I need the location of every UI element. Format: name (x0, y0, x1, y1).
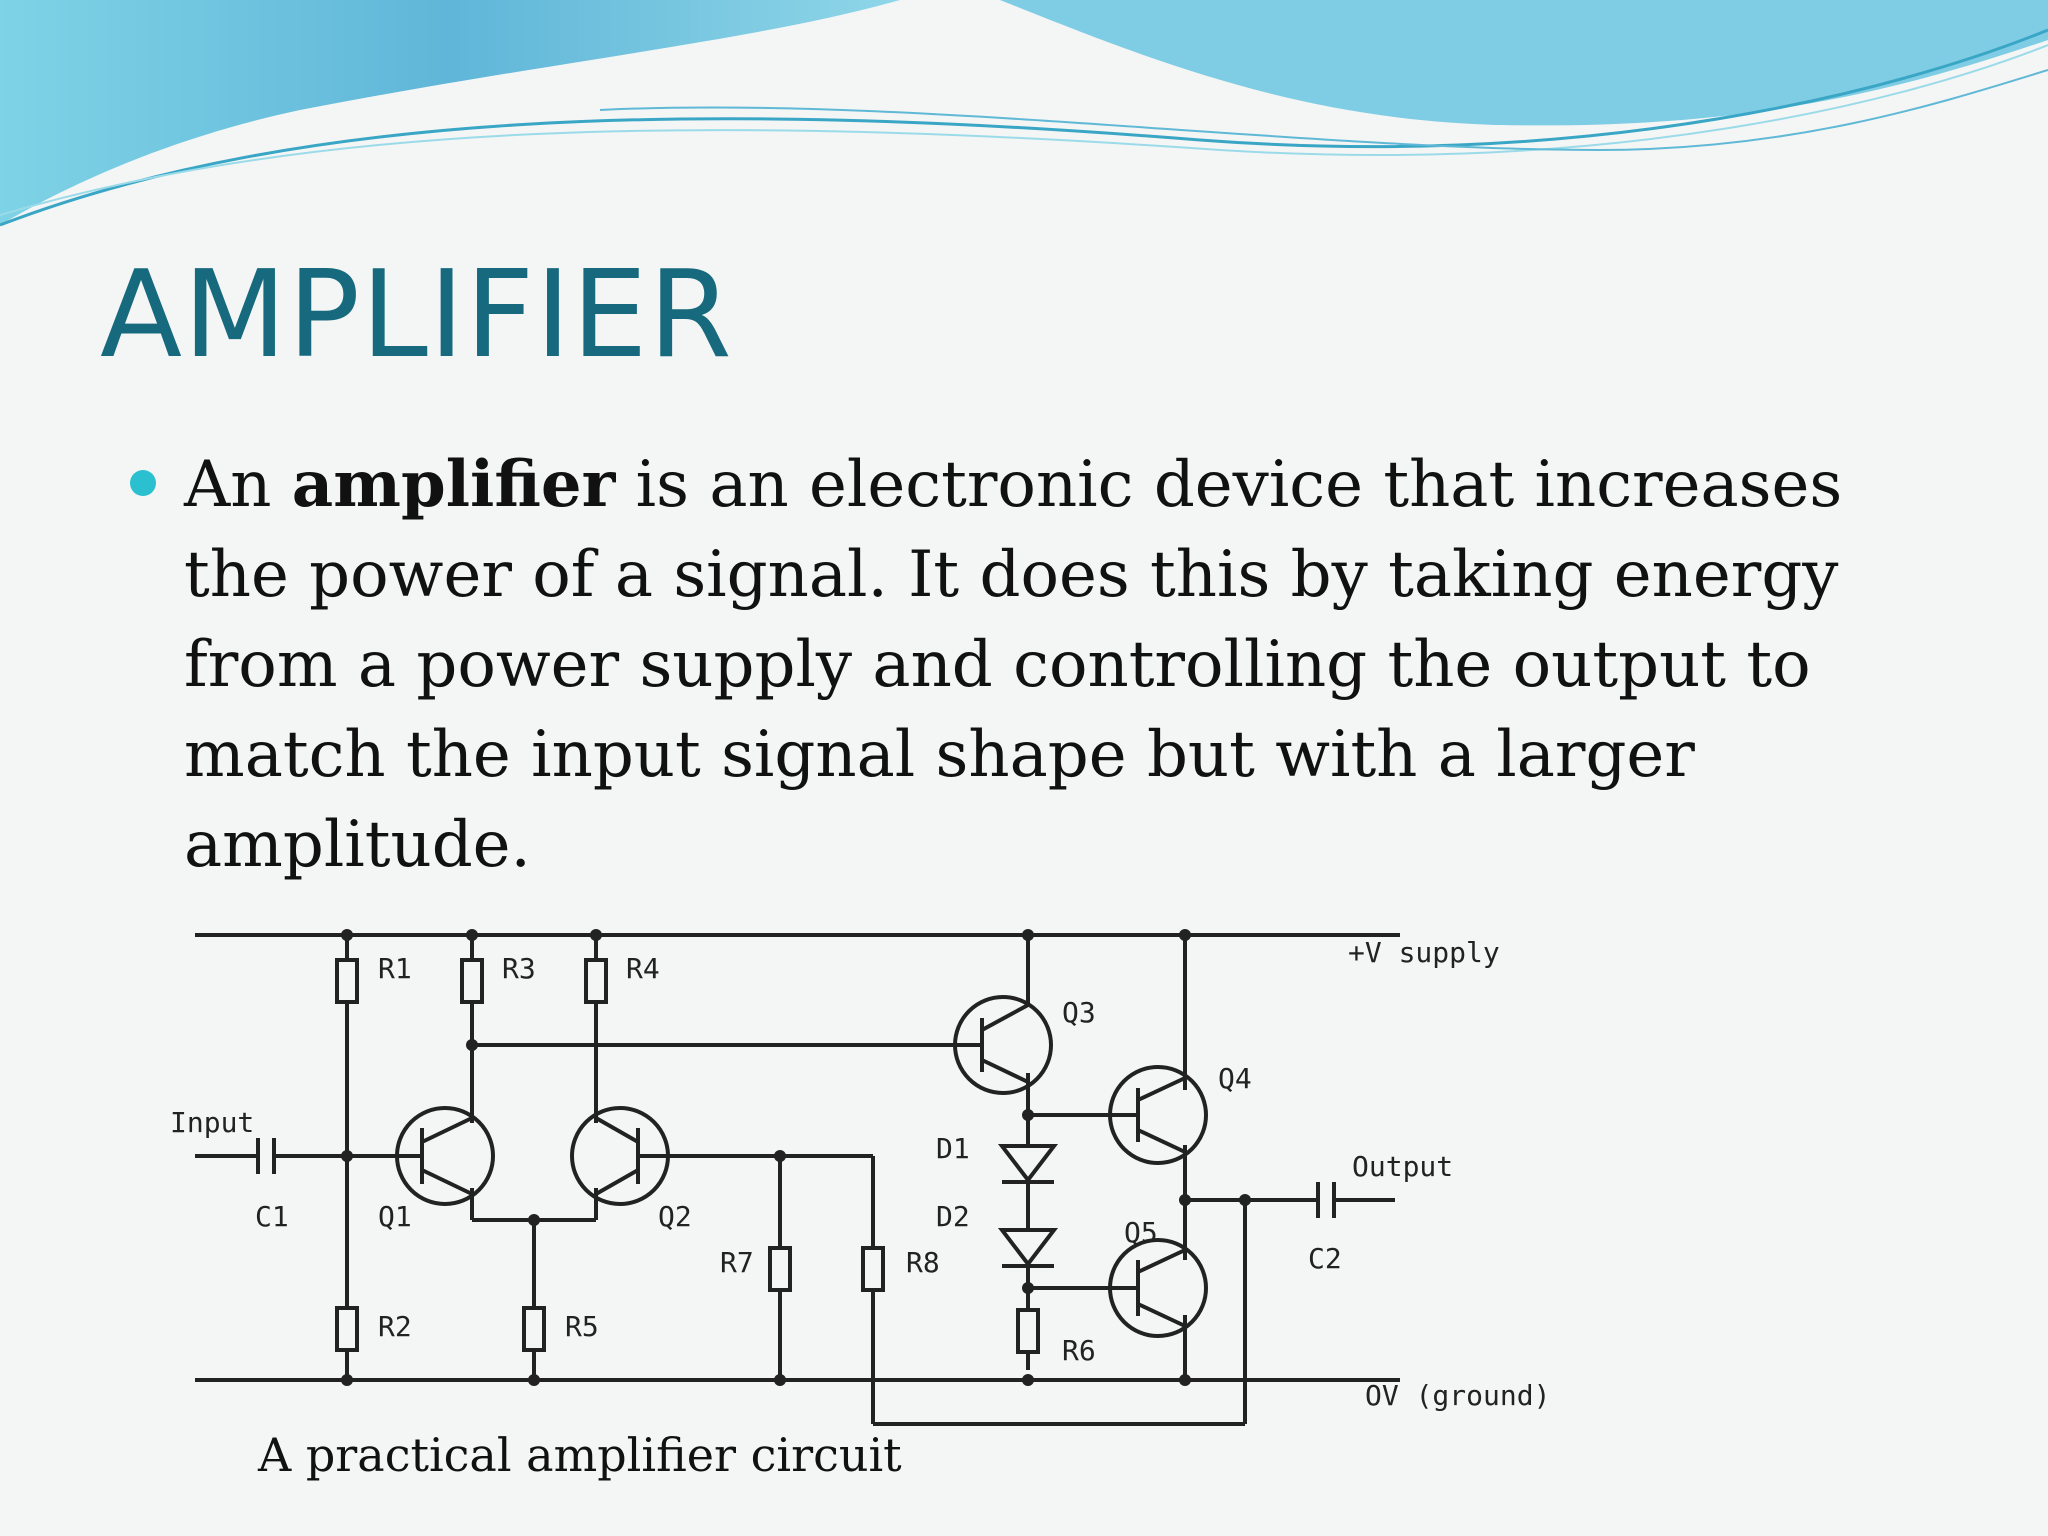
resistor-r1 (335, 958, 359, 1004)
diode-d1 (997, 1144, 1059, 1184)
circuit-wires (195, 933, 1400, 1426)
transistor-q3 (950, 995, 1053, 1095)
label-r7: R7 (720, 1246, 754, 1279)
transistor-q4 (1108, 1065, 1208, 1165)
bullet-text-bold-term: amplifier (291, 447, 616, 522)
label-q4: Q4 (1218, 1062, 1252, 1095)
resistor-r8 (861, 1246, 885, 1292)
amplifier-circuit-diagram: R1 R3 R4 R2 R5 R7 R8 R6 Q1 Q2 Q3 Q4 Q5 D… (170, 929, 1550, 1426)
resistor-r3 (460, 958, 484, 1004)
label-r8: R8 (906, 1246, 940, 1279)
bullet-dot-icon (130, 470, 156, 496)
bullet-text-rest: is an electronic device that increases t… (184, 448, 1843, 882)
decorative-wave-banner (0, 0, 2048, 227)
label-r6: R6 (1062, 1334, 1096, 1367)
label-d2: D2 (936, 1200, 970, 1233)
label-input: Input (170, 1106, 254, 1139)
resistor-r7 (768, 1246, 792, 1292)
label-r3: R3 (502, 952, 536, 985)
diode-d2 (997, 1228, 1059, 1268)
label-q3: Q3 (1062, 996, 1096, 1029)
label-q1: Q1 (378, 1200, 412, 1233)
label-d1: D1 (936, 1132, 970, 1165)
label-r1: R1 (378, 952, 412, 985)
bullet-text-lead: An (184, 448, 292, 522)
label-q2: Q2 (658, 1200, 692, 1233)
transistor-q2 (570, 1106, 670, 1206)
resistor-r4 (584, 958, 608, 1004)
resistor-r5 (522, 1306, 546, 1352)
label-ground: OV (ground) (1365, 1379, 1550, 1412)
figure-caption: A practical amplifier circuit (258, 1428, 902, 1482)
transistor-q1 (395, 1106, 495, 1206)
label-r4: R4 (626, 952, 660, 985)
resistor-r2 (335, 1306, 359, 1352)
label-r5: R5 (565, 1310, 599, 1343)
label-r2: R2 (378, 1310, 412, 1343)
label-c2: C2 (1308, 1242, 1342, 1275)
transistor-q5 (1108, 1238, 1208, 1338)
label-output: Output (1352, 1150, 1453, 1183)
label-supply: +V supply (1348, 936, 1500, 969)
label-c1: C1 (255, 1200, 289, 1233)
resistor-r6 (1016, 1308, 1040, 1354)
slide-title: AMPLIFIER (100, 246, 733, 385)
bullet-text: An amplifier is an electronic device tha… (184, 440, 1884, 890)
label-q5: Q5 (1124, 1216, 1158, 1249)
